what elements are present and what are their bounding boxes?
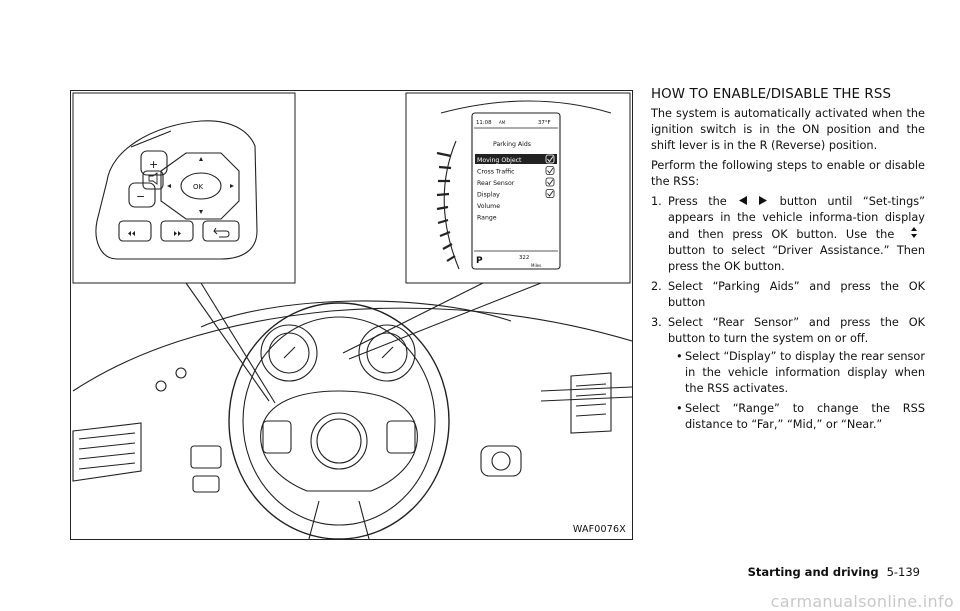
- bullet-dot: •: [676, 402, 683, 415]
- display-inset: [405, 92, 631, 284]
- bullet-dot: •: [676, 350, 683, 363]
- display-time: 11:08: [476, 120, 492, 126]
- bullet-text: Select “Display” to display the rear sen…: [685, 350, 925, 395]
- volume-minus-button: [128, 182, 156, 208]
- step-1: 1. Press the button until “Set-tings” ap…: [651, 194, 925, 275]
- arrow-glyphs: [128, 157, 234, 236]
- ok-button: [180, 172, 222, 200]
- next-track-button: [160, 220, 194, 242]
- switch-panel-inset: [72, 92, 296, 284]
- left-right-arrows-icon: [739, 196, 768, 205]
- step-3-text: Select “Rear Sensor” and press the OK bu…: [668, 316, 925, 345]
- wheel-right-switches: [386, 420, 416, 454]
- steering-wheel-rim: [228, 302, 450, 539]
- back-button: [202, 220, 240, 242]
- dpad: [160, 152, 240, 220]
- step-number: 2.: [651, 280, 662, 293]
- back-icon: [213, 227, 230, 238]
- step-2-text: Select “Parking Aids” and press the OK b…: [668, 280, 925, 309]
- display-menu-label: Display: [477, 192, 500, 199]
- prev-icon: [128, 231, 135, 236]
- bullet-text: Select “Range” to change the RSS distanc…: [685, 402, 925, 431]
- wheel-left-switches: [262, 420, 292, 454]
- display-menu-label: Moving Object: [477, 157, 522, 164]
- callout-line-left: [185, 282, 270, 402]
- watermark: carmanualsonline.info: [770, 592, 954, 611]
- steering-wheel-illustration: + − OK 11:08 AM 37°F Parking Aids Moving…: [72, 92, 632, 539]
- checkbox-checked-icon: [545, 189, 555, 198]
- mute-button: [142, 170, 164, 190]
- bullet-item: •Select “Display” to display the rear se…: [668, 349, 925, 397]
- figure-illustration: + − OK 11:08 AM 37°F Parking Aids Moving…: [70, 90, 633, 540]
- footer-section-name: Starting and driving: [747, 565, 879, 579]
- step-1-text-c: button to select “Driver Assistance.” Th…: [668, 244, 925, 273]
- display-menu-item: Moving Object: [475, 154, 557, 164]
- display-range: 322: [519, 255, 529, 261]
- section-title: HOW TO ENABLE/DISABLE THE RSS: [651, 87, 892, 102]
- up-down-arrows-icon: [911, 227, 917, 238]
- text-column: HOW TO ENABLE/DISABLE THE RSS The system…: [651, 86, 925, 437]
- callout-line-right: [342, 282, 484, 354]
- lead-paragraph: Perform the following steps to enable or…: [651, 159, 925, 188]
- right-arrow-icon: [230, 184, 234, 188]
- plus-glyph: +: [149, 158, 158, 171]
- selection-highlight: [475, 154, 557, 164]
- page-footer: Starting and driving 5-139: [748, 565, 920, 579]
- step-1-text-a: Press the: [668, 195, 727, 208]
- checkbox-checked-icon: [545, 154, 555, 164]
- checkbox-checked-icon: [545, 177, 555, 187]
- display-menu-label: Rear Sensor: [477, 180, 515, 187]
- display-menu-item: Volume: [477, 203, 500, 210]
- display-gear: P: [476, 256, 483, 266]
- up-arrow-icon: [199, 157, 203, 161]
- info-display-frame: [471, 112, 561, 270]
- step-1-text-b: button until “Set-tings” appears in the …: [668, 195, 925, 241]
- step-2: 2. Select “Parking Aids” and press the O…: [651, 279, 925, 311]
- checkbox-checked-icon: [545, 166, 555, 175]
- minus-glyph: −: [136, 190, 145, 203]
- bullet-item: •Select “Range” to change the RSS distan…: [668, 401, 925, 433]
- next-icon: [174, 231, 181, 236]
- display-menu-title: Parking Aids: [493, 141, 531, 148]
- display-menu-label: Cross Traffic: [477, 169, 515, 176]
- ok-glyph: OK: [193, 183, 204, 191]
- display-menu-label: Range: [477, 215, 497, 222]
- step-number: 1.: [651, 195, 662, 208]
- display-menu-item: Range: [477, 215, 497, 222]
- display-range-unit: Miles: [531, 263, 541, 268]
- switch-panel-outline: [95, 120, 258, 260]
- display-menu-item: Cross Traffic: [477, 166, 555, 176]
- page-number: 5-139: [886, 565, 920, 579]
- display-menu-label: Volume: [477, 203, 500, 210]
- display-time-suffix: AM: [499, 120, 506, 125]
- step-3: 3. Select “Rear Sensor” and press the OK…: [651, 315, 925, 433]
- display-menu-item: Rear Sensor: [477, 177, 555, 187]
- display-menu-item: Display: [477, 189, 555, 199]
- prev-track-button: [118, 220, 152, 242]
- down-arrow-icon: [199, 210, 203, 214]
- mute-icon: [148, 172, 158, 185]
- info-display-screen: 11:08 AM 37°F Parking Aids Moving Object…: [474, 120, 558, 268]
- intro-paragraph: The system is automatically activated wh…: [651, 107, 925, 152]
- display-temp: 37°F: [538, 120, 551, 126]
- left-arrow-icon: [167, 184, 171, 188]
- step-3-bullets: •Select “Display” to display the rear se…: [668, 349, 925, 433]
- step-number: 3.: [651, 316, 662, 329]
- steps-list: 1. Press the button until “Set-tings” ap…: [651, 194, 925, 433]
- figure-caption: WAF0076X: [572, 524, 626, 535]
